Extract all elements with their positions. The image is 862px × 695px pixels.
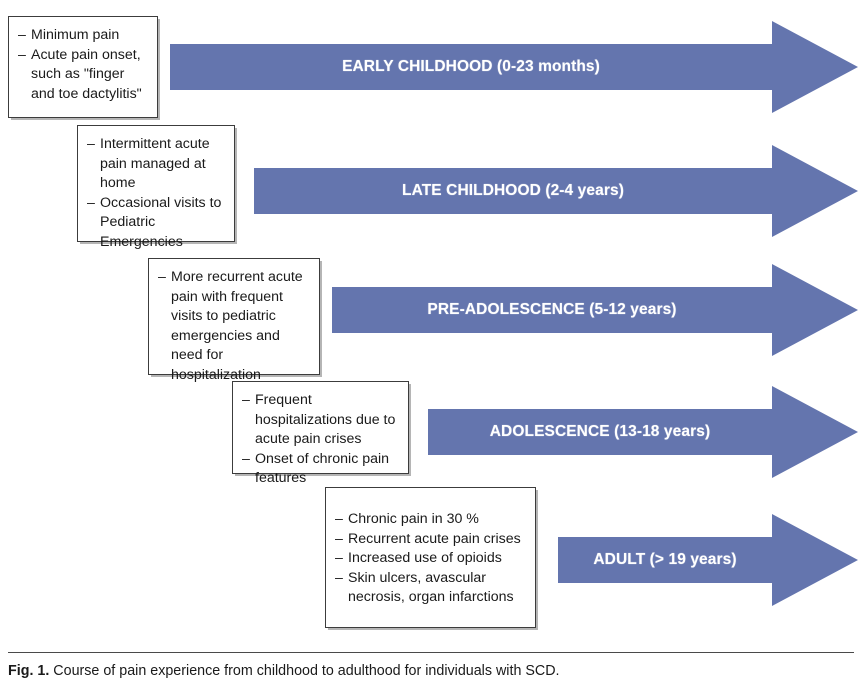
arrow-adolescence: ADOLESCENCE (13-18 years) — [428, 386, 858, 478]
note-box-adolescence: Frequent hospitalizations due to acute p… — [232, 381, 409, 486]
arrow-late-childhood: LATE CHILDHOOD (2-4 years) — [254, 145, 858, 237]
note-item: Chronic pain in 30 % — [335, 510, 525, 530]
note-box-early-childhood: Minimum pain Acute pain onset, such as "… — [8, 16, 158, 118]
figure-number: Fig. 1. — [8, 663, 50, 679]
note-box-pre-adolescence: More recurrent acute pain with frequent … — [148, 258, 320, 383]
note-item: Minimum pain — [18, 26, 147, 46]
arrow-shape-icon — [332, 264, 858, 356]
note-item: Increased use of opioids — [335, 549, 525, 569]
note-item: Skin ulcers, avascular necrosis, organ i… — [335, 569, 525, 608]
note-box-late-childhood: Intermittent acute pain managed at home … — [77, 125, 235, 250]
figure-caption: Fig. 1. Course of pain experience from c… — [8, 662, 854, 681]
note-item: Intermittent acute pain managed at home — [87, 135, 224, 194]
note-item: Occasional visits to Pediatric Emergenci… — [87, 194, 224, 253]
note-list-late-childhood: Intermittent acute pain managed at home … — [87, 135, 224, 252]
note-item: Recurrent acute pain crises — [335, 530, 525, 550]
arrow-shape-icon — [558, 514, 858, 606]
note-list-pre-adolescence: More recurrent acute pain with frequent … — [158, 268, 309, 385]
arrow-shape-icon — [170, 21, 858, 113]
note-item: Acute pain onset, such as "finger and to… — [18, 46, 147, 105]
figure-course-of-pain: EARLY CHILDHOOD (0-23 months) Minimum pa… — [0, 0, 862, 645]
arrow-shape-icon — [428, 386, 858, 478]
note-box-adult: Chronic pain in 30 % Recurrent acute pai… — [325, 487, 536, 628]
note-list-adolescence: Frequent hospitalizations due to acute p… — [242, 391, 398, 489]
caption-divider — [8, 652, 854, 653]
note-list-early-childhood: Minimum pain Acute pain onset, such as "… — [18, 26, 147, 104]
arrow-shape-icon — [254, 145, 858, 237]
arrow-early-childhood: EARLY CHILDHOOD (0-23 months) — [170, 21, 858, 113]
note-item: Frequent hospitalizations due to acute p… — [242, 391, 398, 450]
note-item: Onset of chronic pain features — [242, 450, 398, 489]
note-item: More recurrent acute pain with frequent … — [158, 268, 309, 385]
note-list-adult: Chronic pain in 30 % Recurrent acute pai… — [335, 510, 525, 608]
figure-caption-text: Course of pain experience from childhood… — [53, 663, 560, 679]
arrow-adult: ADULT (> 19 years) — [558, 514, 858, 606]
arrow-pre-adolescence: PRE-ADOLESCENCE (5-12 years) — [332, 264, 858, 356]
